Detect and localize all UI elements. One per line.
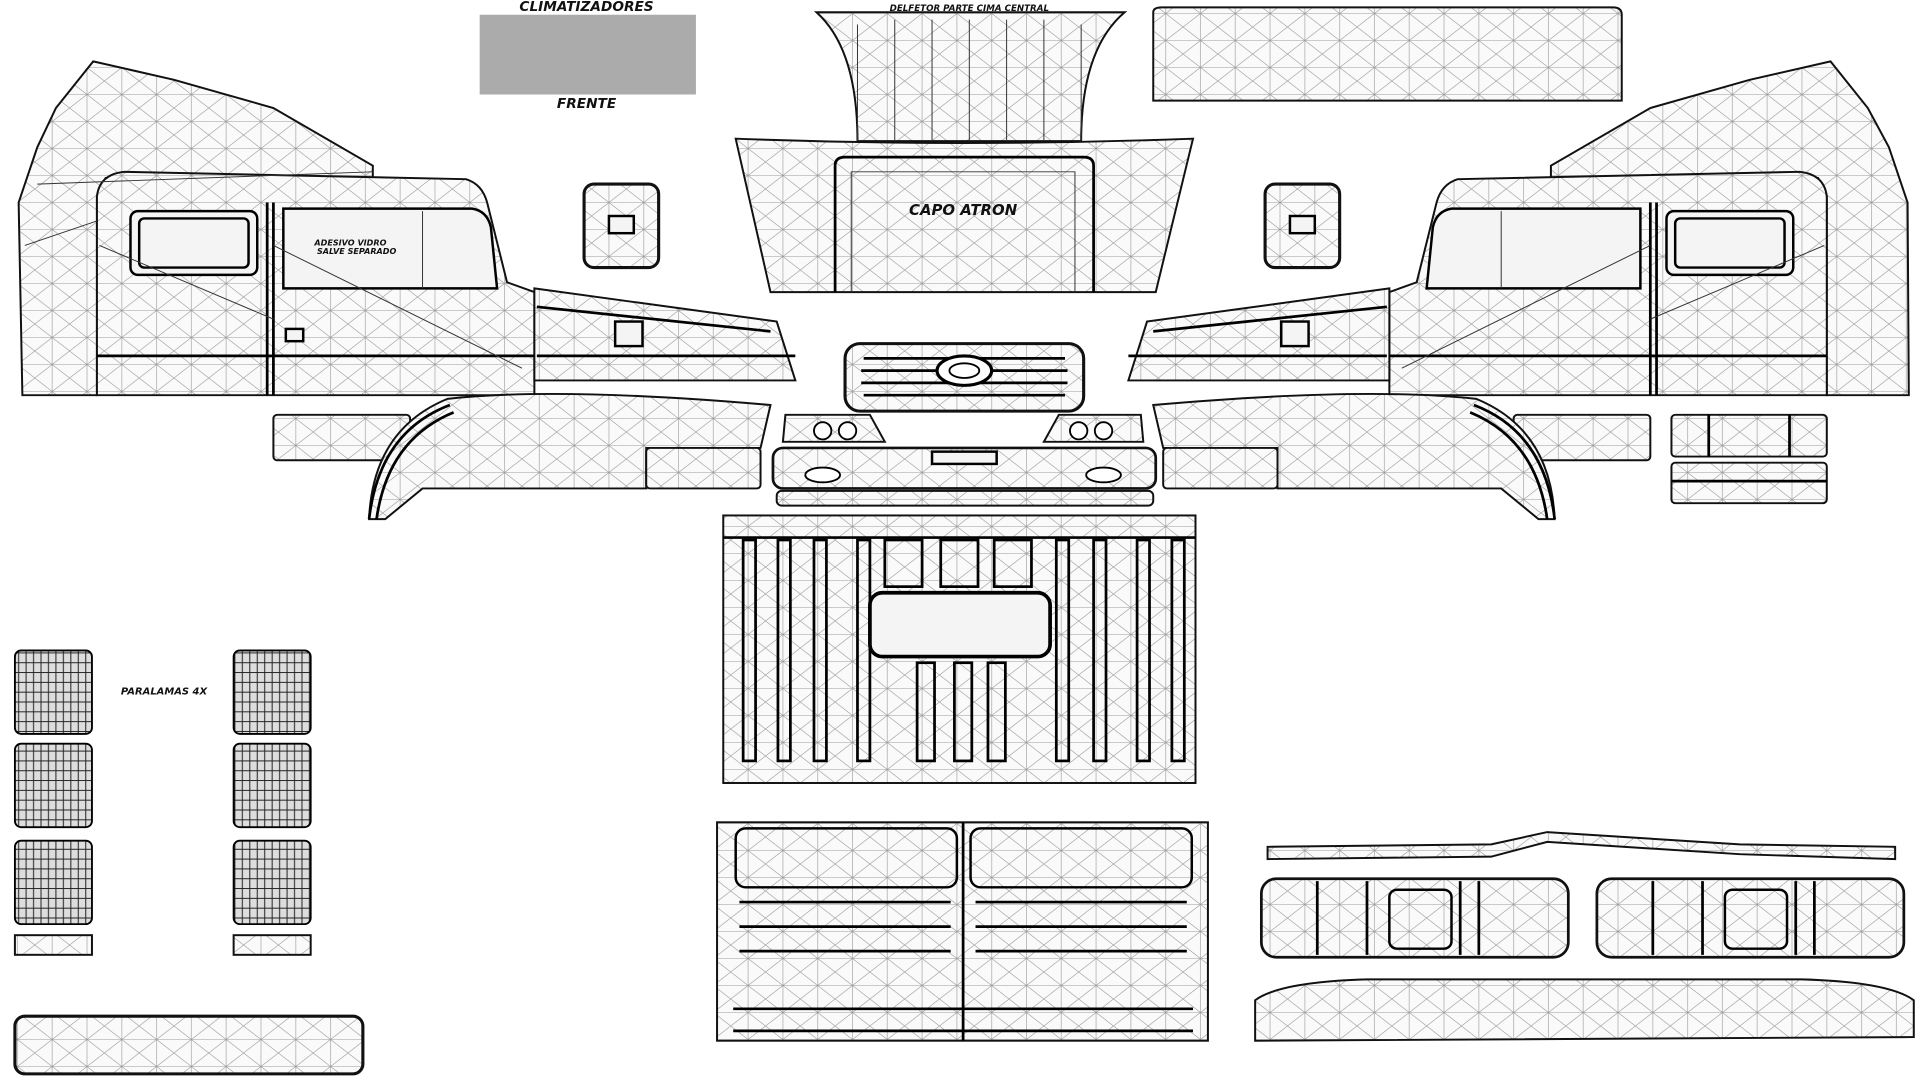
headlight-right <box>1042 413 1145 443</box>
tank-part-right <box>1595 877 1906 959</box>
headlight-left <box>781 413 887 443</box>
roof-bar-part <box>1266 831 1897 861</box>
step-parts-right <box>1670 413 1828 505</box>
adesivo-label-line1: ADESIVO VIDRO <box>313 238 386 247</box>
frente-label: FRENTE <box>557 96 617 112</box>
cab-side-left: ADESIVO VIDRO SALVE SEPARADO <box>17 60 797 397</box>
bumper-part <box>771 446 1158 507</box>
hood-part: CAPO ATRON <box>734 137 1195 294</box>
front-spoiler-part <box>1254 978 1915 1042</box>
fender-left <box>272 392 772 521</box>
deflector-part: DELFETOR PARTE CIMA CENTRAL <box>813 4 1128 143</box>
cab-side-right <box>1127 60 1910 521</box>
rear-panel-part <box>722 514 1197 784</box>
mirror-left <box>582 182 661 270</box>
paralamas-label: PARALAMAS 4X <box>121 687 209 698</box>
grille-part <box>843 342 1086 413</box>
tank-part-left <box>1259 877 1570 959</box>
adesivo-label-line2: SALVE SEPARADO <box>317 247 397 256</box>
roof-panel-part <box>1152 6 1623 102</box>
climatizadores-swatch <box>479 14 696 95</box>
lower-rear-panel-part <box>716 821 1209 1042</box>
sun-visor-part <box>13 1014 365 1076</box>
deflector-label: DELFETOR PARTE CIMA CENTRAL <box>890 4 1049 14</box>
tire-tiles: PARALAMAS 4X <box>13 649 312 956</box>
climatizadores-label: CLIMATIZADORES <box>519 0 653 15</box>
capo-label: CAPO ATRON <box>909 202 1018 219</box>
